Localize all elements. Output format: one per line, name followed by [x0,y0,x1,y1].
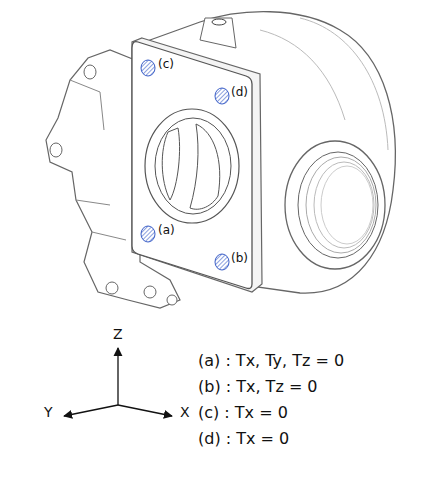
port-ring [145,109,239,223]
axis-label: Z [113,326,123,342]
port-bore [155,118,231,214]
volute-shading [260,18,388,150]
axis-arrow [117,348,118,405]
constraint-note: (a) : Tx, Ty, Tz = 0 [198,352,344,370]
constraint-hatch [141,226,155,242]
point-label: (b) [231,252,248,266]
axis-arrow [118,405,172,416]
outlet-bore [298,152,378,258]
flange-face [132,42,252,289]
bracket-hole [167,295,177,305]
constraint-note: (c) : Tx = 0 [198,404,288,422]
port-opening [190,124,220,209]
axis-arrow [64,405,118,416]
boss-hole [212,19,226,25]
bracket-edge [70,80,126,240]
point-label: (d) [231,86,248,100]
constraint-hatch [215,88,229,104]
constraint-note: (b) : Tx, Tz = 0 [198,378,318,396]
outlet-flange [285,141,385,269]
bracket-hole [106,282,118,294]
bracket-hole [144,286,156,298]
constraint-hatch [141,60,155,76]
constraint-hatch [215,254,229,270]
axis-label: Y [44,404,53,420]
outlet-thread [314,162,374,248]
bracket-hole [84,65,96,79]
point-label: (a) [158,224,175,238]
outlet-thread [321,166,373,244]
outlet-thread [306,157,376,253]
bracket-hole [50,143,62,157]
axis-label: X [180,404,190,420]
flange-side [132,38,262,292]
constraint-note: (d) : Tx = 0 [198,430,289,448]
port-opening [162,128,179,200]
top-boss [200,18,236,48]
point-label: (c) [158,58,174,72]
